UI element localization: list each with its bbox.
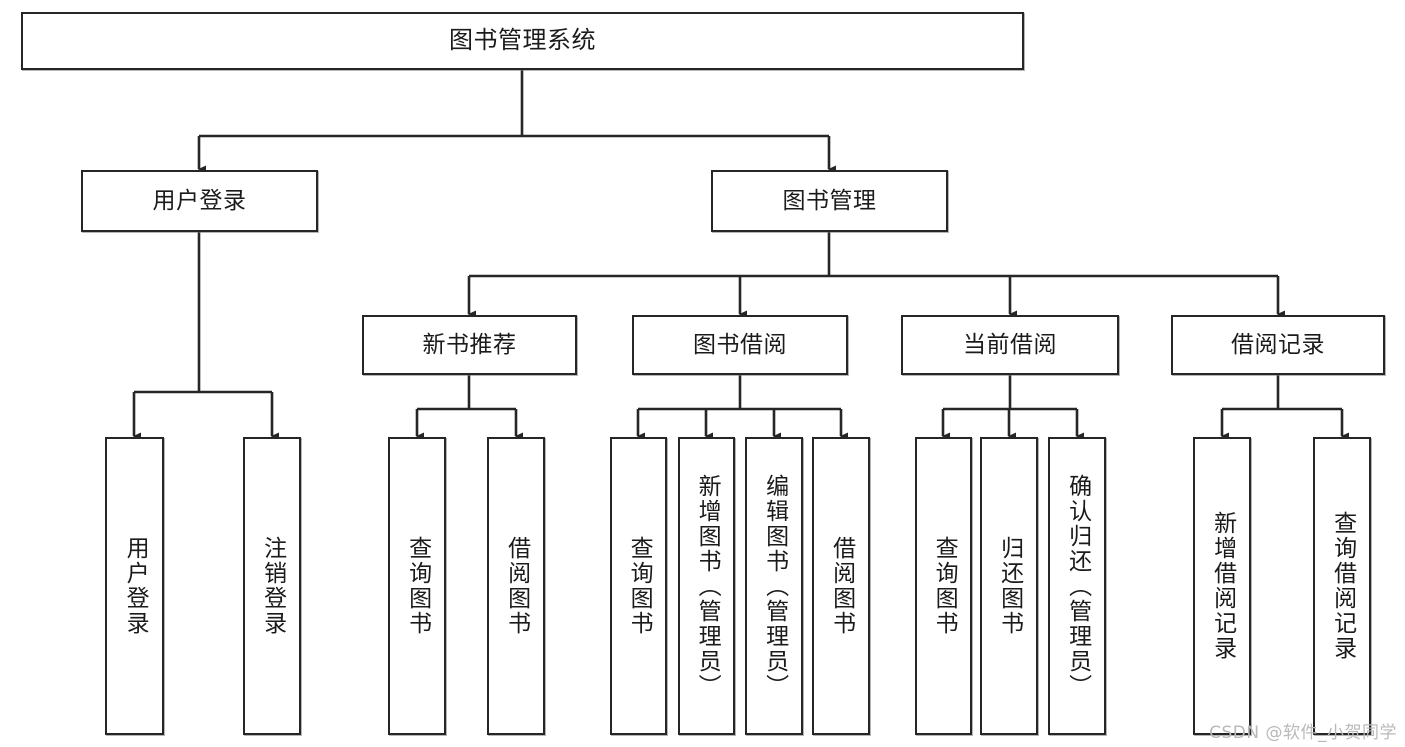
node-label: 注销登录 [259, 536, 286, 636]
node-current-borrow[interactable]: 当前借阅 [901, 315, 1119, 375]
node-label: 新书推荐 [422, 331, 517, 358]
node-label: 借阅图书 [503, 536, 530, 636]
node-leaf-confirm-return[interactable]: 确认归还（管理员） [1048, 437, 1106, 735]
node-leaf-return-book[interactable]: 归还图书 [980, 437, 1038, 735]
node-label: 归还图书 [996, 536, 1023, 636]
csdn-watermark: CSDN @软件_小贺同学 [1209, 723, 1397, 743]
node-leaf-query-book-new[interactable]: 查询图书 [388, 437, 446, 735]
node-leaf-add-book-admin[interactable]: 新增图书（管理员） [678, 437, 735, 735]
node-label: 图书管理系统 [449, 26, 596, 55]
node-label: 新增图书（管理员） [694, 473, 721, 699]
node-label: 新增借阅记录 [1209, 511, 1236, 661]
node-new-book-recommend[interactable]: 新书推荐 [362, 315, 577, 375]
node-label: 图书借阅 [693, 331, 787, 358]
node-label: 当前借阅 [963, 331, 1057, 358]
node-label: 用户登录 [122, 536, 149, 636]
node-leaf-query-book-current[interactable]: 查询图书 [915, 437, 972, 735]
node-leaf-borrow-book[interactable]: 借阅图书 [812, 437, 870, 735]
node-label: 用户登录 [152, 187, 247, 214]
node-label: 借阅图书 [828, 536, 855, 636]
node-borrow-record[interactable]: 借阅记录 [1171, 315, 1385, 375]
node-label: 查询图书 [931, 536, 958, 636]
node-label: 确认归还（管理员） [1064, 473, 1091, 699]
node-leaf-query-book-borrow[interactable]: 查询图书 [610, 437, 667, 735]
node-label: 查询图书 [404, 536, 431, 636]
node-user-login[interactable]: 用户登录 [81, 170, 318, 232]
node-label: 借阅记录 [1231, 331, 1325, 358]
node-book-management[interactable]: 图书管理 [711, 170, 948, 232]
node-leaf-logout-login[interactable]: 注销登录 [243, 437, 301, 735]
node-leaf-borrow-book-new[interactable]: 借阅图书 [487, 437, 545, 735]
node-leaf-add-borrow-record[interactable]: 新增借阅记录 [1193, 437, 1251, 735]
node-leaf-edit-book-admin[interactable]: 编辑图书（管理员） [745, 437, 803, 735]
node-label: 查询借阅记录 [1329, 511, 1356, 661]
node-leaf-query-borrow-record[interactable]: 查询借阅记录 [1313, 437, 1371, 735]
node-label: 编辑图书（管理员） [761, 473, 788, 699]
node-label: 查询图书 [626, 536, 653, 636]
node-root[interactable]: 图书管理系统 [21, 12, 1024, 70]
node-leaf-user-login[interactable]: 用户登录 [105, 437, 164, 735]
node-book-borrow[interactable]: 图书借阅 [632, 315, 848, 375]
node-label: 图书管理 [782, 187, 877, 214]
